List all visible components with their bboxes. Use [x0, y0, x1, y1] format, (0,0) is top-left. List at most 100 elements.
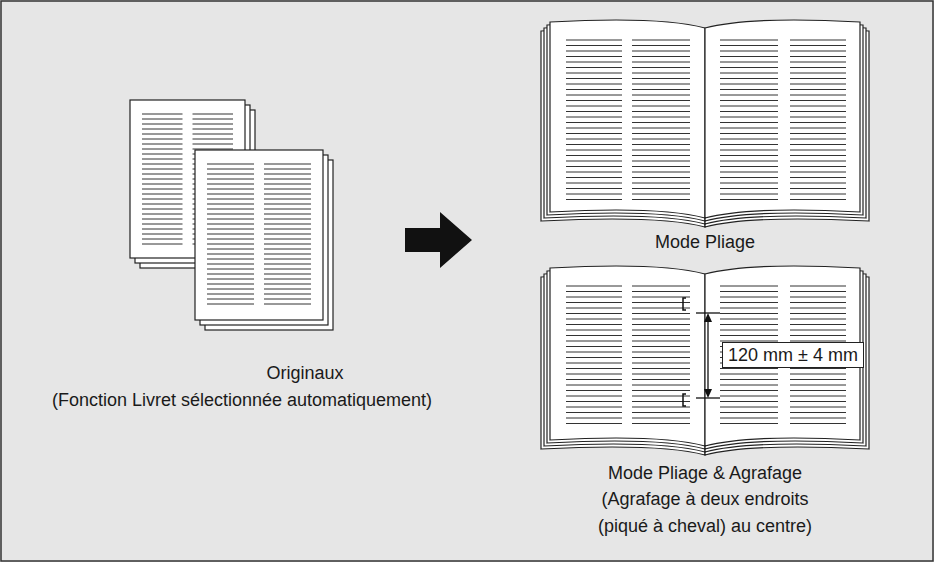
- text-line: [566, 302, 622, 303]
- text-line: [566, 194, 622, 195]
- text-line: [142, 159, 183, 160]
- text-line: [207, 279, 254, 280]
- sheet: [195, 150, 323, 320]
- text-line: [632, 423, 690, 424]
- text-line: [142, 124, 183, 125]
- text-line: [264, 264, 311, 265]
- text-line: [790, 84, 846, 85]
- text-line: [193, 139, 234, 140]
- text-line: [566, 89, 622, 90]
- text-line: [720, 412, 778, 413]
- text-line: [790, 423, 846, 424]
- text-line: [207, 219, 254, 220]
- text-line: [193, 149, 234, 150]
- text-line: [720, 396, 778, 397]
- original-pages: [130, 100, 333, 330]
- text-line: [790, 313, 846, 314]
- text-line: [790, 183, 846, 184]
- text-line: [632, 111, 690, 112]
- text-line: [566, 122, 622, 123]
- text-line: [720, 150, 778, 151]
- text-line: [632, 183, 690, 184]
- text-line: [566, 128, 622, 129]
- text-line: [632, 418, 690, 419]
- text-line: [720, 390, 778, 391]
- text-line: [632, 45, 690, 46]
- text-line: [720, 308, 778, 309]
- text-line: [720, 89, 778, 90]
- text-line: [566, 423, 622, 424]
- text-line: [720, 100, 778, 101]
- text-line: [566, 379, 622, 380]
- text-line: [566, 106, 622, 107]
- text-line: [193, 119, 234, 120]
- text-line: [790, 45, 846, 46]
- text-line: [142, 184, 183, 185]
- text-line: [566, 84, 622, 85]
- text-line: [720, 166, 778, 167]
- text-line: [632, 313, 690, 314]
- text-line: [566, 155, 622, 156]
- text-line: [632, 188, 690, 189]
- text-line: [566, 374, 622, 375]
- text-line: [632, 199, 690, 200]
- text-line: [632, 291, 690, 292]
- text-line: [632, 122, 690, 123]
- text-line: [142, 214, 183, 215]
- text-line: [566, 324, 622, 325]
- text-line: [566, 100, 622, 101]
- text-line: [790, 188, 846, 189]
- text-line: [207, 164, 254, 165]
- mode-caption: Mode Pliage: [655, 229, 755, 256]
- text-line: [720, 418, 778, 419]
- text-line: [566, 396, 622, 397]
- text-line: [720, 40, 778, 41]
- text-line: [566, 401, 622, 402]
- text-line: [142, 154, 183, 155]
- text-line: [566, 172, 622, 173]
- text-line: [790, 128, 846, 129]
- text-line: [142, 194, 183, 195]
- text-line: [566, 40, 622, 41]
- text-line: [566, 308, 622, 309]
- caption-note: (Fonction Livret sélectionnée automatiqu…: [52, 387, 432, 414]
- text-line: [720, 188, 778, 189]
- text-line: [566, 286, 622, 287]
- text-line: [632, 341, 690, 342]
- text-line: [790, 407, 846, 408]
- text-line: [142, 224, 183, 225]
- text-line: [566, 357, 622, 358]
- text-line: [632, 51, 690, 52]
- text-line: [790, 297, 846, 298]
- text-line: [142, 234, 183, 235]
- text-line: [720, 111, 778, 112]
- text-line: [264, 169, 311, 170]
- text-line: [720, 95, 778, 96]
- text-line: [720, 324, 778, 325]
- text-line: [632, 286, 690, 287]
- text-line: [207, 204, 254, 205]
- text-line: [566, 111, 622, 112]
- text-line: [193, 134, 234, 135]
- text-line: [790, 111, 846, 112]
- text-line: [632, 40, 690, 41]
- text-line: [207, 259, 254, 260]
- text-line: [566, 319, 622, 320]
- text-line: [142, 119, 183, 120]
- text-line: [193, 114, 234, 115]
- text-line: [566, 62, 622, 63]
- text-line: [720, 161, 778, 162]
- text-line: [142, 219, 183, 220]
- text-line: [790, 89, 846, 90]
- text-line: [632, 319, 690, 320]
- text-line: [264, 184, 311, 185]
- text-line: [632, 363, 690, 364]
- text-line: [632, 172, 690, 173]
- text-line: [207, 234, 254, 235]
- text-line: [207, 224, 254, 225]
- text-line: [264, 204, 311, 205]
- text-line: [207, 264, 254, 265]
- text-line: [790, 291, 846, 292]
- text-line: [790, 374, 846, 375]
- text-line: [264, 254, 311, 255]
